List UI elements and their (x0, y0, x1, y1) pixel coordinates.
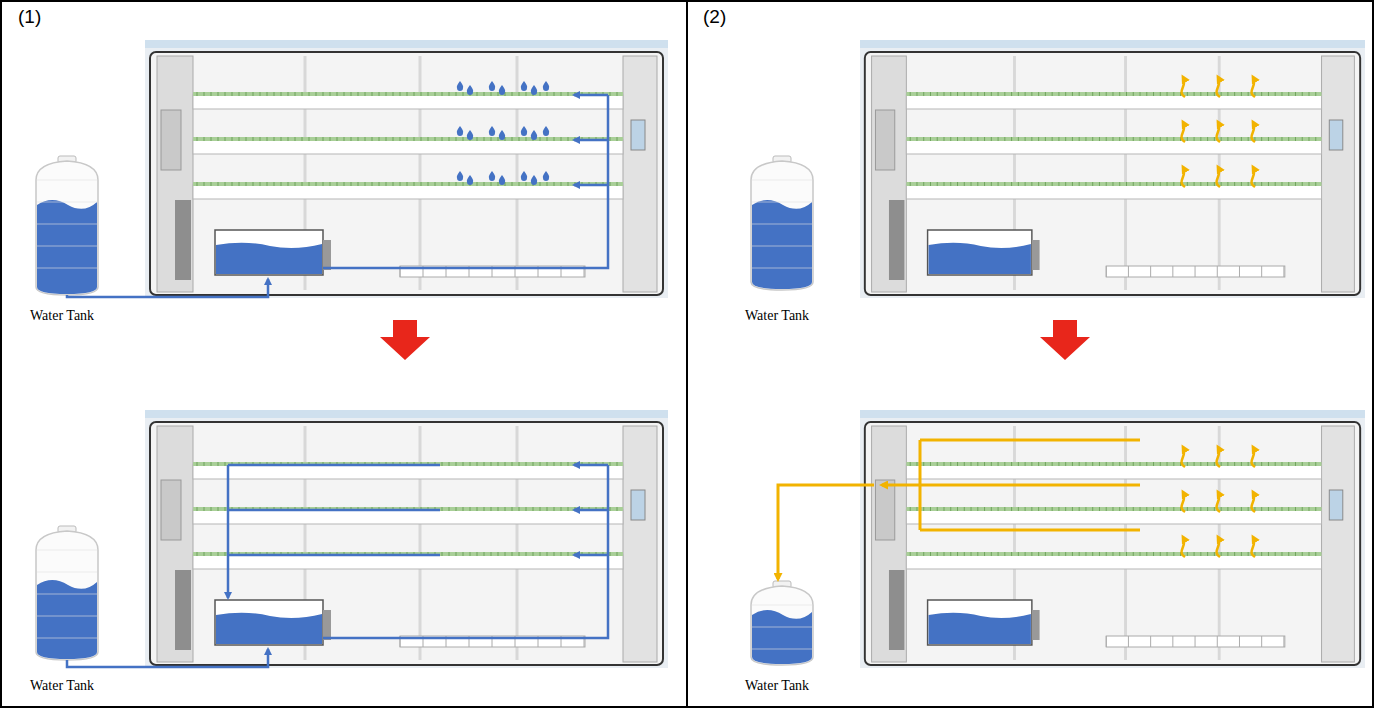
tank-label: Water Tank (745, 678, 809, 694)
panel-number: (1) (18, 6, 41, 28)
tank-label: Water Tank (30, 678, 94, 694)
tank-label: Water Tank (30, 308, 94, 324)
tank-label: Water Tank (745, 308, 809, 324)
panel-number: (2) (703, 6, 726, 28)
